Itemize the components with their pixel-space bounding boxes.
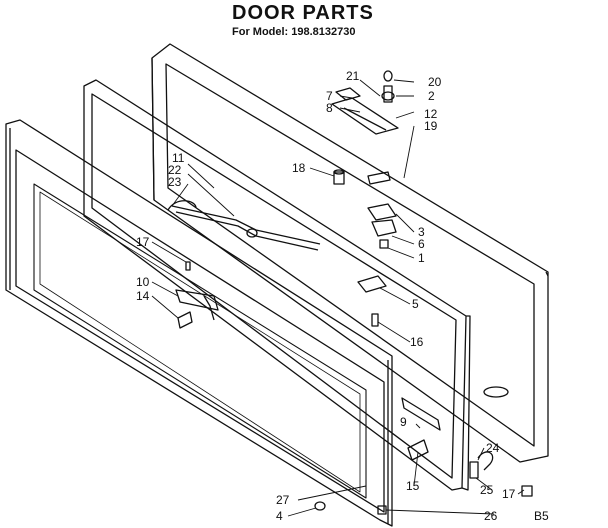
page-code: B5	[534, 509, 549, 523]
callout-19: 19	[424, 119, 438, 133]
hinge-parts-lower	[401, 397, 533, 497]
callout-16: 16	[410, 335, 424, 349]
bottom-screws	[314, 501, 387, 515]
rear-door-panel	[151, 43, 549, 463]
model-number: For Model: 198.8132730	[232, 26, 356, 38]
front-door-panel	[5, 119, 393, 527]
door-handle-rod	[167, 200, 321, 251]
callout-15: 15	[406, 479, 420, 493]
callout-26: 26	[484, 509, 498, 523]
callout-6: 6	[418, 237, 425, 251]
callout-21: 21	[346, 69, 360, 83]
leader-lines	[151, 79, 525, 517]
stop-pin	[333, 169, 345, 185]
callout-22: 22	[168, 163, 182, 177]
callout-18: 18	[292, 161, 306, 175]
callout-9: 9	[400, 415, 407, 429]
callout-4: 4	[276, 509, 283, 523]
callout-10: 10	[136, 275, 150, 289]
callout-14: 14	[136, 289, 150, 303]
hinge-parts-right	[357, 70, 397, 327]
callout-3: 3	[418, 225, 425, 239]
callout-11: 11	[172, 151, 185, 165]
callout-7: 7	[326, 89, 333, 103]
callout-27: 27	[276, 493, 290, 507]
callout-17b: 17	[502, 487, 516, 501]
callout-25: 25	[480, 483, 494, 497]
hinge-bracket-upper	[331, 87, 399, 135]
callout-24: 24	[486, 441, 500, 455]
callout-labels: 20 21 2 7 8 12 19 18 11 22 23 3 6 1 17 1…	[136, 69, 549, 523]
page-title: DOOR PARTS	[232, 2, 374, 24]
callout-5: 5	[412, 297, 419, 311]
callout-23: 23	[168, 175, 182, 189]
callout-2: 2	[428, 89, 435, 103]
callout-17: 17	[136, 235, 150, 249]
callout-1: 1	[418, 251, 425, 265]
rear-panel-slots	[367, 171, 509, 398]
middle-glass-frame	[83, 79, 471, 491]
callout-8: 8	[326, 101, 333, 115]
callout-12: 12	[424, 107, 438, 121]
latch-assembly	[175, 261, 219, 329]
callout-20: 20	[428, 75, 442, 89]
